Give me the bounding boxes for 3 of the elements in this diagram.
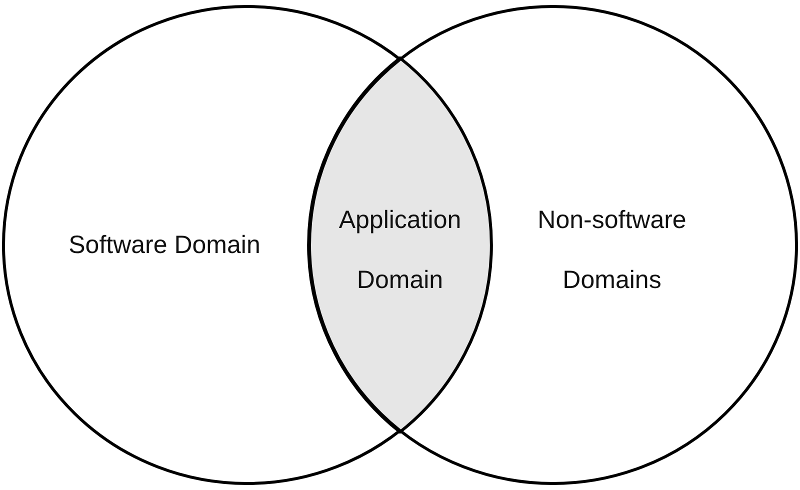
region-label: Non-software Domains <box>536 205 688 296</box>
region-label: Software Domain <box>68 230 262 261</box>
region-label: Application Domain <box>338 205 462 296</box>
